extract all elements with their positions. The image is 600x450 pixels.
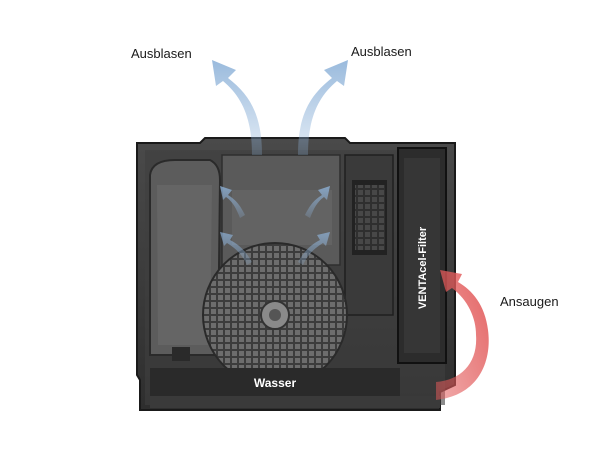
water-label: Wasser — [253, 376, 297, 390]
water-tank — [149, 159, 222, 361]
intake-label: Ansaugen — [500, 294, 559, 309]
blow-out-label-left: Ausblasen — [131, 46, 192, 61]
fan-motor — [344, 154, 394, 316]
filter-label-text: VENTAcel-Filter — [417, 226, 429, 310]
water-band — [150, 368, 400, 396]
filter-panel — [397, 147, 447, 364]
base — [150, 396, 440, 408]
blow-out-label-right: Ausblasen — [351, 44, 412, 59]
humidifier-disc — [202, 242, 348, 388]
filter-label: VENTAcel-Filter — [417, 227, 433, 309]
intake-arrow — [436, 270, 489, 400]
airflow-out-arrows — [212, 60, 348, 265]
